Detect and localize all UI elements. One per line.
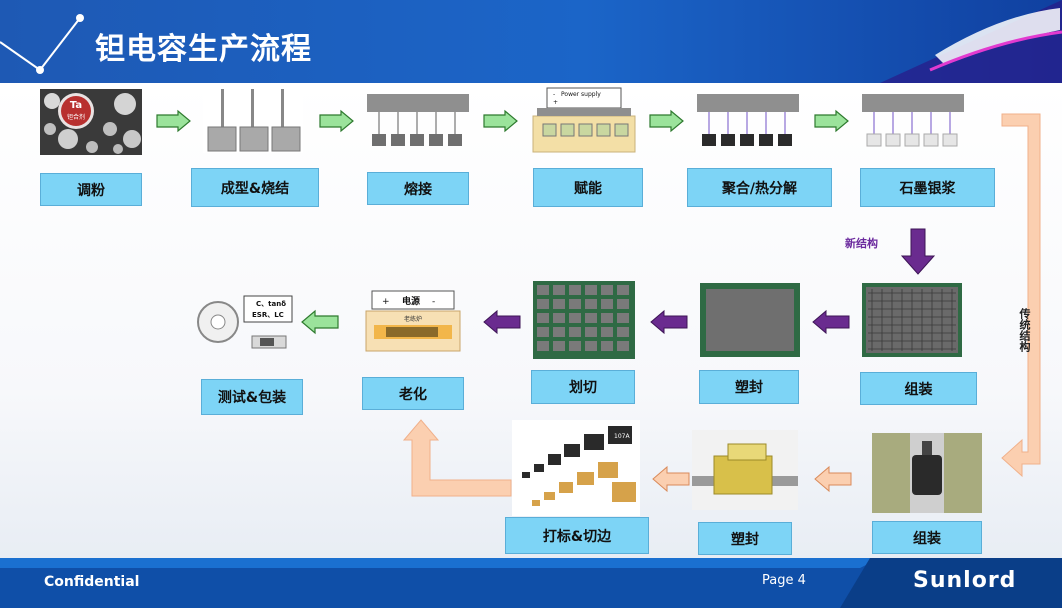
step-label-graphite-silver: 石墨银浆 bbox=[860, 168, 995, 207]
welding-image bbox=[367, 94, 469, 146]
page-title: 钽电容生产流程 bbox=[95, 32, 312, 67]
step-label-pressing-sintering: 成型&烧结 bbox=[191, 168, 319, 207]
step-label-test-packaging: 测试&包装 bbox=[201, 379, 303, 415]
new-structure-note: 新结构 bbox=[845, 237, 878, 250]
graphite-silver-image bbox=[862, 94, 964, 147]
footer-bar: Confidential Page 4 Sunlord bbox=[0, 558, 1062, 608]
polymerization-image bbox=[697, 94, 799, 146]
traditional-molding-image bbox=[692, 430, 798, 510]
step-label-new-molding: 塑封 bbox=[699, 370, 799, 404]
chip-code: 107A bbox=[614, 433, 630, 440]
arrow-right-green-2 bbox=[319, 109, 354, 133]
aging-minus: - bbox=[432, 297, 435, 307]
step-label-marking-trimming: 打标&切边 bbox=[505, 517, 649, 554]
step-label-aging: 老化 bbox=[362, 377, 464, 410]
power-supply-text: Power supply bbox=[561, 91, 601, 98]
aging-oven-text: 老练炉 bbox=[404, 315, 422, 323]
arrow-left-peach-2 bbox=[652, 465, 690, 493]
arrow-right-green-5 bbox=[814, 109, 849, 133]
confidential-text: Confidential bbox=[44, 574, 140, 590]
traditional-path-arrow bbox=[1001, 113, 1041, 478]
plus-sign: + bbox=[553, 99, 558, 106]
arrow-right-green-1 bbox=[156, 109, 191, 133]
tantalum-powder-image: Ta 钽合剂 bbox=[40, 89, 142, 155]
forming-image: - Power supply + bbox=[532, 87, 636, 153]
aging-power-text: 电源 bbox=[402, 295, 420, 307]
ta-subtext: 钽合剂 bbox=[67, 113, 85, 121]
arrow-left-purple-2 bbox=[650, 309, 688, 335]
page-number: Page 4 bbox=[762, 573, 806, 588]
pressing-sintering-image bbox=[203, 89, 303, 153]
step-label-powder-mixing: 调粉 bbox=[40, 173, 142, 206]
header-decoration bbox=[0, 0, 1062, 83]
ta-symbol: Ta bbox=[70, 100, 82, 111]
aging-oven-image: + 电源 - 老练炉 bbox=[365, 290, 461, 352]
header-banner: 钽电容生产流程 bbox=[0, 0, 1062, 83]
arrow-down-purple bbox=[900, 228, 936, 275]
test-packaging-image: C、tanδ ESR、LC bbox=[197, 295, 293, 349]
arrow-left-purple-3 bbox=[483, 309, 521, 335]
arrow-right-green-3 bbox=[483, 109, 518, 133]
footer-decoration bbox=[0, 558, 1062, 608]
dicing-array-image bbox=[533, 281, 635, 359]
step-label-new-assembly: 组装 bbox=[860, 372, 977, 405]
arrow-left-green bbox=[301, 309, 339, 335]
minus-sign: - bbox=[553, 91, 555, 98]
step-label-welding: 熔接 bbox=[367, 172, 469, 205]
step-label-dicing: 划切 bbox=[531, 370, 635, 404]
assembly-array-image bbox=[862, 283, 962, 357]
aging-plus: + bbox=[382, 297, 390, 307]
arrow-left-purple-1 bbox=[812, 309, 850, 335]
traditional-assembly-image bbox=[872, 433, 982, 513]
traditional-structure-note: 传统结构 bbox=[1018, 308, 1031, 352]
arrow-left-peach-1 bbox=[814, 465, 852, 493]
marking-trimming-image: 107A bbox=[512, 420, 640, 516]
step-label-polymerization: 聚合/热分解 bbox=[687, 168, 832, 207]
molding-array-image bbox=[700, 283, 800, 357]
test-params-2: ESR、LC bbox=[252, 311, 284, 319]
arrow-right-green-4 bbox=[649, 109, 684, 133]
step-label-traditional-assembly: 组装 bbox=[872, 521, 982, 554]
arrow-up-peach bbox=[402, 419, 512, 497]
step-label-forming: 赋能 bbox=[533, 168, 643, 207]
step-label-traditional-molding: 塑封 bbox=[698, 522, 792, 555]
brand-logo: Sunlord bbox=[913, 568, 1017, 593]
test-params-1: C、tanδ bbox=[256, 300, 286, 308]
